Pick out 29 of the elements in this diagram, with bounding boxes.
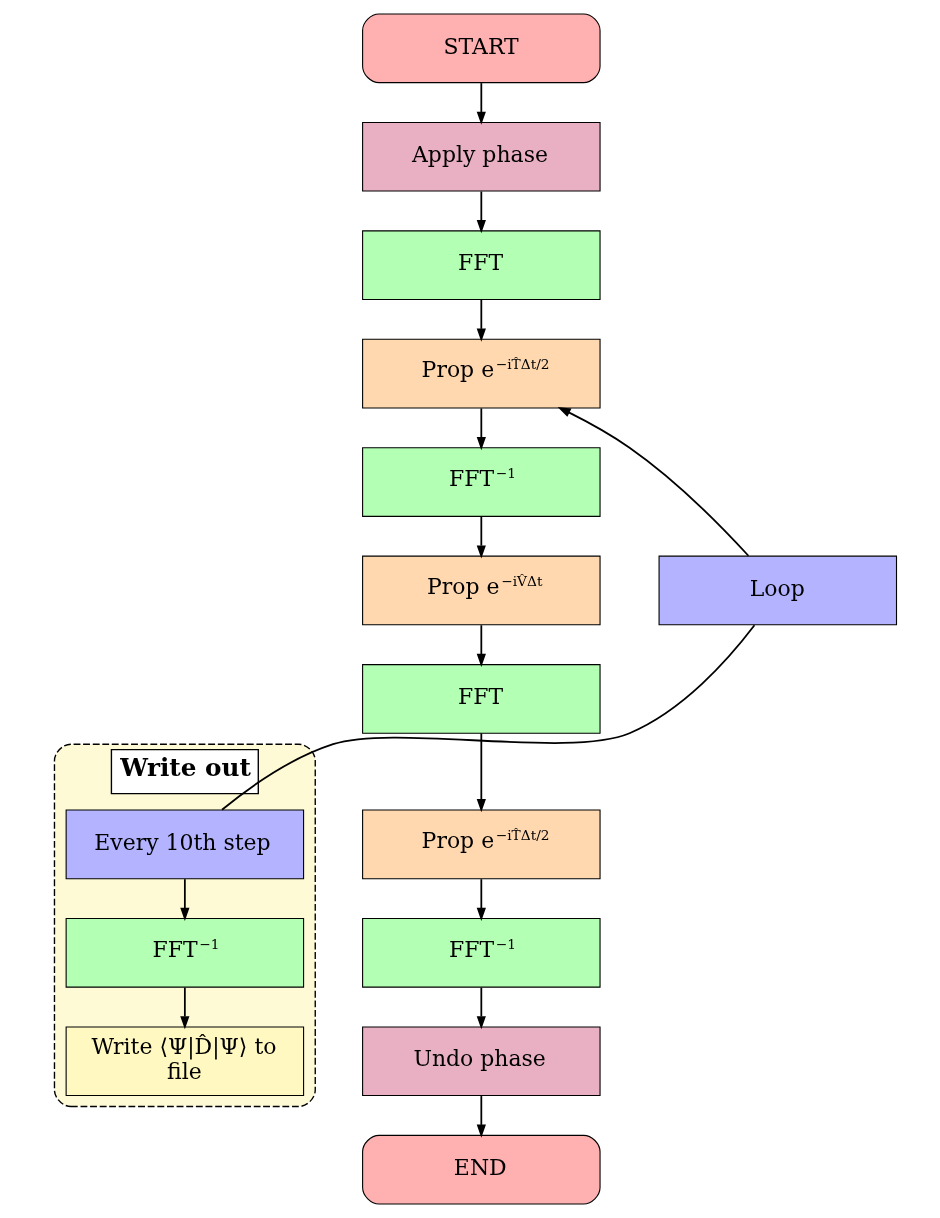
arrow [476, 986, 486, 1030]
node-box: Prop e$^{−iT̂Δt/2}$ [362, 338, 601, 409]
node-box: FFT$^{−1}$ [362, 917, 601, 988]
node-box: FFT$^{−1}$ [362, 447, 601, 517]
arrow [476, 878, 486, 921]
arrow [476, 407, 486, 451]
arrow [476, 515, 486, 559]
node-box: FFT [362, 664, 601, 734]
node-box: Loop [658, 555, 898, 626]
arrow [476, 82, 486, 125]
arrow [476, 1095, 486, 1138]
node-box: Prop e$^{−iT̂Δt/2}$ [362, 809, 601, 880]
arrow [180, 878, 190, 921]
arrow [557, 406, 750, 557]
node-box: END [362, 1134, 601, 1205]
arrow [476, 299, 486, 342]
node-box: Apply phase [362, 121, 601, 192]
connector [221, 624, 756, 811]
node-box: Prop e$^{−iV̂Δt}$ [362, 555, 601, 626]
arrow [476, 732, 486, 813]
node-box: START [362, 13, 601, 84]
arrow [476, 624, 486, 667]
node-box: Every 10th step [65, 809, 305, 880]
node-box: FFT [362, 230, 601, 301]
node-box: Undo phase [362, 1026, 601, 1097]
arrow [476, 190, 486, 234]
node-box: Write ⟨Ψ|D̂|Ψ⟩ to file [65, 1026, 305, 1097]
node-box: FFT$^{−1}$ [65, 917, 305, 988]
arrow [180, 986, 190, 1030]
